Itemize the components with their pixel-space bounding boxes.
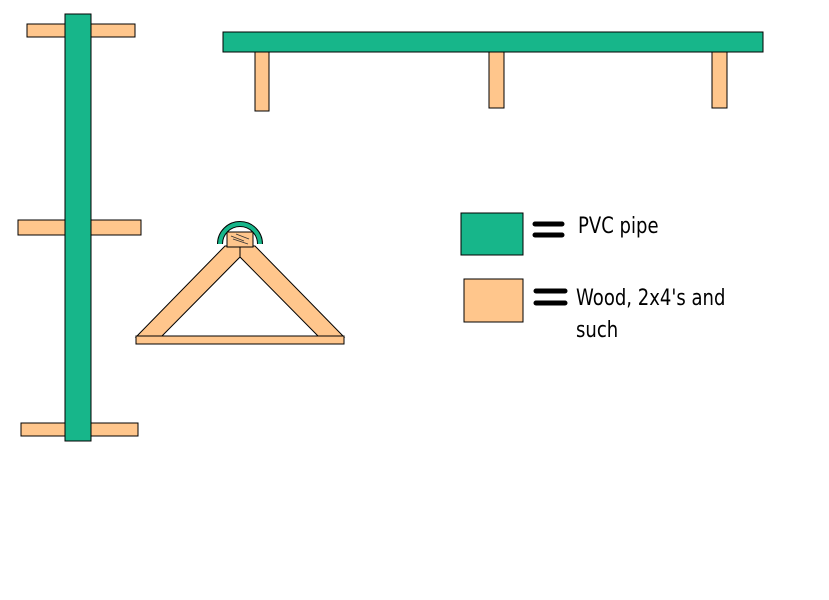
a-frame-end-view	[134, 221, 346, 345]
pvc-pipe-vertical	[64, 13, 92, 442]
equals-sign-icon	[532, 221, 565, 238]
vertical-pipe-assembly	[17, 13, 142, 442]
legend-swatch-pvc	[460, 212, 524, 256]
wood-grain-hatching	[230, 233, 250, 245]
legend-label-pvc: PVC pipe	[578, 214, 659, 239]
legend-swatch-wood	[463, 278, 524, 323]
wood-leg-middle	[488, 51, 505, 109]
horizontal-pipe-assembly	[222, 31, 764, 112]
wood-base-beam	[135, 335, 345, 345]
equals-sign-icon	[533, 288, 568, 306]
wood-beam-right	[239, 245, 346, 338]
wood-leg-right	[711, 51, 728, 109]
wood-beam-left	[134, 245, 241, 338]
legend-label-wood-line1: Wood, 2x4's and	[576, 286, 726, 311]
pvc-pipe-horizontal	[222, 31, 764, 53]
wood-leg-left	[254, 51, 270, 112]
legend-label-wood-line2: such	[576, 318, 619, 343]
legend	[460, 212, 568, 323]
